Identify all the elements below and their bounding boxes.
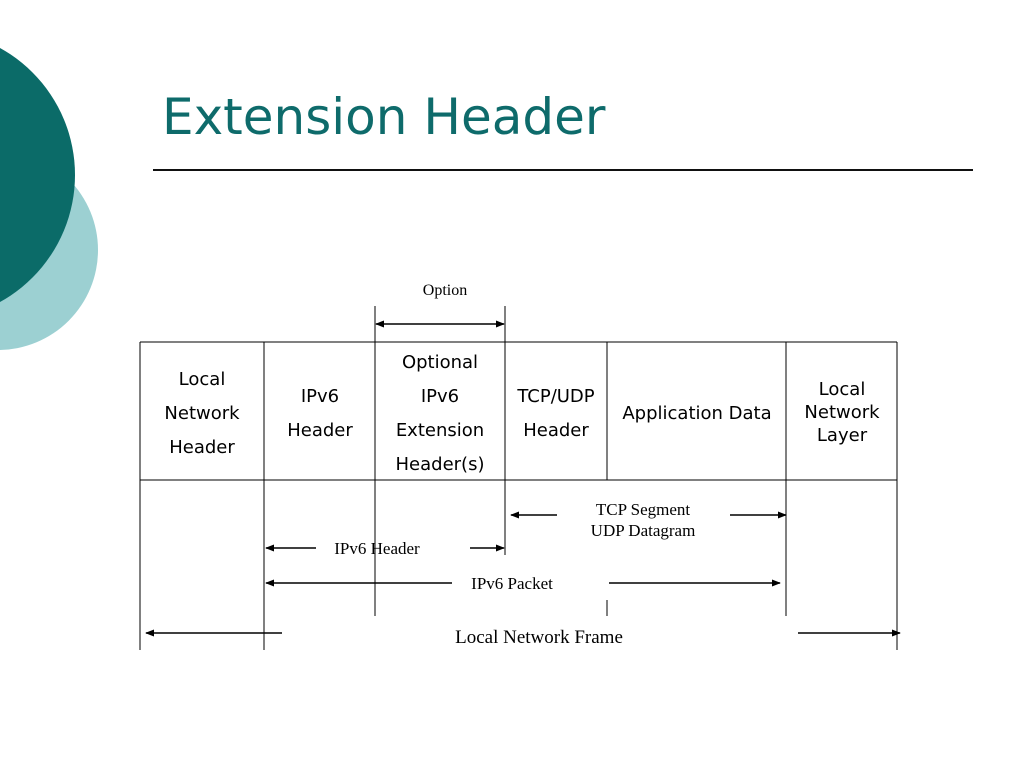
udp-datagram-label: UDP Datagram <box>591 521 696 540</box>
cell-tcp-udp-header: TCP/UDP Header <box>516 386 594 441</box>
cell-text: IPv6 <box>421 386 459 407</box>
cell-text: Header(s) <box>396 454 485 475</box>
cell-optional-extension-headers: Optional IPv6 Extension Header(s) <box>396 352 485 475</box>
tcp-segment-label: TCP Segment <box>596 500 691 519</box>
decor-circle-dark <box>0 48 75 302</box>
cell-text: Header <box>287 420 353 441</box>
cell-text: Network <box>164 403 240 424</box>
cell-local-network-header: Local Network Header <box>164 369 240 458</box>
ipv6-packet-label: IPv6 Packet <box>471 574 553 593</box>
cell-text: Local <box>819 379 866 400</box>
cell-text: Optional <box>402 352 478 373</box>
title-divider <box>153 169 973 171</box>
cell-text: Local <box>179 369 226 390</box>
cell-ipv6-header: IPv6 Header <box>287 386 353 441</box>
ipv6-header-span-label: IPv6 Header <box>334 539 420 558</box>
option-label: Option <box>423 282 467 299</box>
cell-text: Header <box>169 437 235 458</box>
cell-text: Application Data <box>622 403 771 424</box>
page-title: Extension Header <box>162 88 606 146</box>
cell-text: IPv6 <box>301 386 339 407</box>
cell-text: Layer <box>817 425 868 446</box>
cell-text: Network <box>804 402 880 423</box>
cell-text: TCP/UDP <box>516 386 594 407</box>
local-network-frame-label: Local Network Frame <box>455 627 623 648</box>
cell-text: Extension <box>396 420 484 441</box>
cell-local-network-layer: Local Network Layer <box>804 379 880 446</box>
cell-application-data: Application Data <box>622 403 771 424</box>
cell-text: Header <box>523 420 589 441</box>
